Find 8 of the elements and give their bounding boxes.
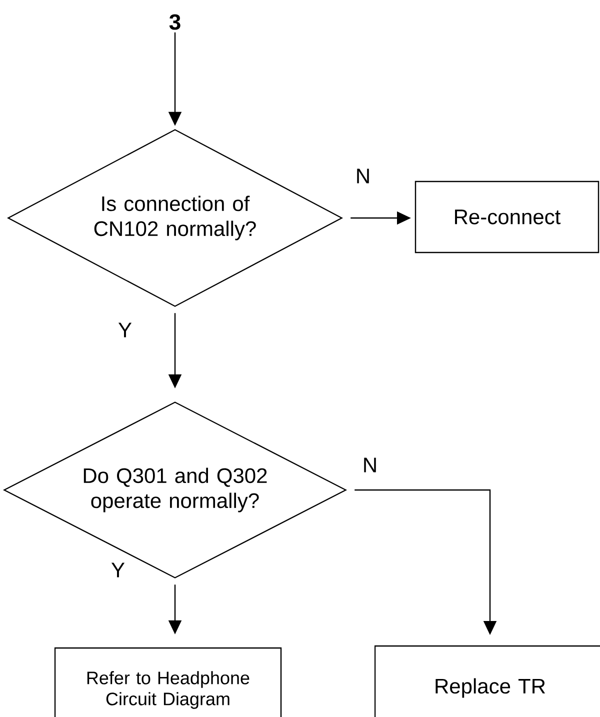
edge-label: N [357, 168, 369, 184]
edge-label: Y [111, 562, 125, 578]
step-number: 3 [169, 14, 180, 30]
edge-label: N [364, 458, 376, 472]
process-box: Re-connect [414, 180, 600, 254]
process-box: Replace TR [374, 645, 600, 717]
process-box: Refer to Headphone Circuit Diagram [54, 647, 282, 717]
edge-label: Y [118, 322, 132, 338]
